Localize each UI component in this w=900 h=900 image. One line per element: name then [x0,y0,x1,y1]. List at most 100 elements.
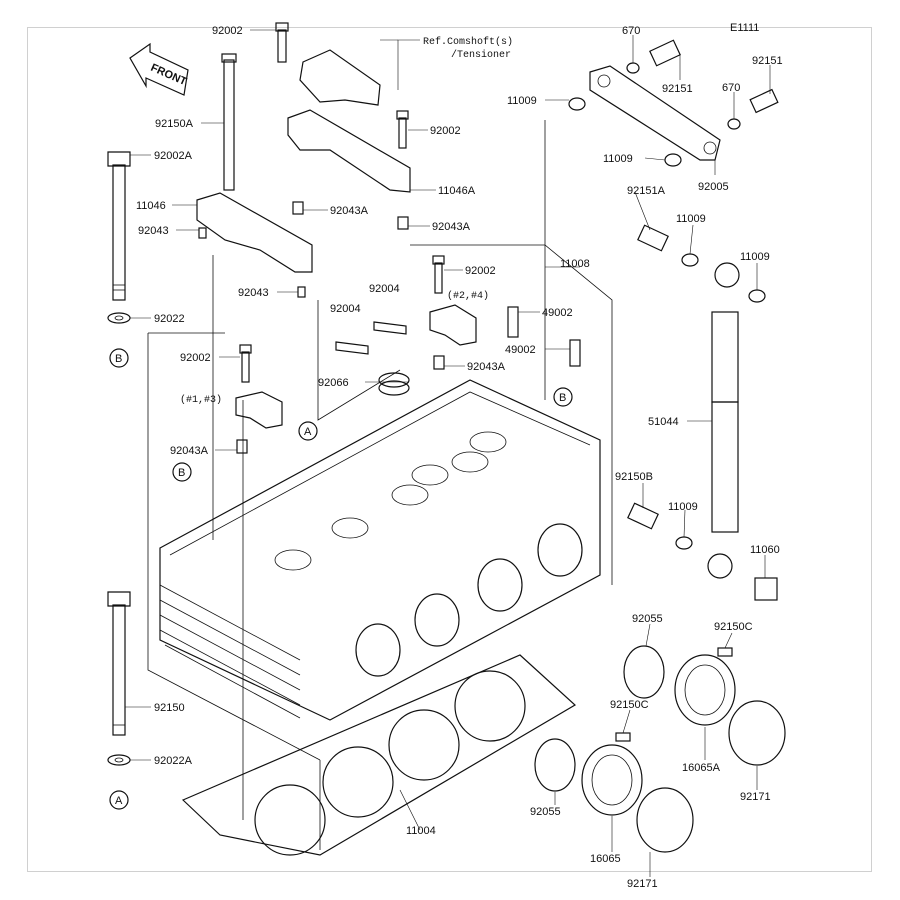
label-92151a: 92151A [627,185,666,197]
studs-92004 [335,321,407,355]
label-92043-mid: 92043 [238,287,269,299]
label-49002-upper: 49002 [542,307,573,319]
washer-92022a [107,754,131,766]
label-92151-a: 92151 [662,83,693,95]
cylinder-note-right: (#2,#4) [447,290,489,302]
leader-lines [125,29,771,877]
ref-note-line1: Ref.Comshoft(s) [423,36,513,48]
clamp-92171-upper [728,700,786,766]
front-label: FRONT [149,62,189,88]
long-bolt-92150 [107,591,131,736]
label-16065a: 16065A [682,762,721,774]
diagram-code: E1111 [730,22,759,34]
callout-b-head-left: B [172,462,192,482]
label-49002-lower: 49002 [505,344,536,356]
banjo-bolts-92151 [627,39,779,530]
callout-b-head-right: B [553,387,573,407]
label-11008: 11008 [560,258,590,270]
label-92150b: 92150B [615,471,653,483]
label-92022a: 92022A [154,755,193,767]
callout-b-left: B [109,348,129,368]
diagram-frame [27,27,872,872]
label-11004: 11004 [406,825,436,837]
label-51044: 51044 [648,416,679,428]
label-92055-lower: 92055 [530,806,561,818]
head-gasket-11004 [181,654,577,856]
label-92043a-right: 92043A [432,221,471,233]
label-11046: 11046 [136,200,166,212]
svg-text:B: B [559,392,566,404]
label-11046a: 11046A [438,185,476,197]
label-11009-e: 11009 [668,501,698,513]
clamp-92171-lower [636,787,694,853]
label-670-a: 670 [622,25,640,37]
label-92002-mid: 92002 [430,125,461,137]
cam-cap-right [429,304,477,346]
label-92150c-upper: 92150C [714,621,753,633]
label-11009-c: 11009 [676,213,706,225]
ref-note-line2: /Tensioner [451,49,511,61]
label-92055-upper: 92055 [632,613,663,625]
long-bolt-92150a [221,53,237,191]
label-92151-b: 92151 [752,55,783,67]
svg-text:A: A [115,795,123,807]
washers-11009 [568,97,766,550]
label-11009-a: 11009 [507,95,537,107]
label-92022: 92022 [154,313,185,325]
label-92002-left: 92002 [180,352,211,364]
intake-holder-16065a [674,654,736,726]
oil-pipe-92005 [589,65,721,161]
bolt-92002-cap-left [239,344,252,383]
label-92066: 92066 [318,377,349,389]
o-rings-670 [626,62,741,130]
oil-jets-49002 [507,306,581,367]
intake-ports [355,523,583,677]
label-92005: 92005 [698,181,729,193]
label-92002a: 92002A [154,150,193,162]
label-92043a-cap: 92043A [467,361,506,373]
cam-journals [274,431,507,571]
bolt-92002-cap-right [432,255,445,294]
washer-92022 [107,312,131,324]
cylinder-head [159,379,601,721]
seal-92066 [378,372,410,396]
label-11060: 11060 [750,544,780,556]
camshaft-cap-upper [287,49,411,193]
part-labels: 92002 92150A 92002A 11046 92043 92043 92… [136,25,783,890]
intake-holder-16065 [581,744,643,816]
label-92171-upper: 92171 [740,791,771,803]
label-92150a: 92150A [155,118,194,130]
callout-a-head: A [298,421,318,441]
label-92002-top: 92002 [212,25,243,37]
label-92171-lower: 92171 [627,878,658,890]
oil-hose-51044 [707,262,740,579]
label-92150: 92150 [154,702,185,714]
cooling-fins [159,584,301,719]
svg-text:B: B [178,467,185,479]
bolt-92002-top [275,22,289,63]
svg-text:A: A [304,426,312,438]
long-bolt-92002a [107,151,131,301]
ref-note: Ref.Comshoft(s) /Tensioner [380,36,513,90]
label-92004-lower: 92004 [330,303,361,315]
svg-text:B: B [115,353,122,365]
front-arrow-icon: FRONT [129,42,189,96]
o-ring-92055-upper [623,645,665,699]
label-16065: 16065 [590,853,621,865]
label-92004-upper: 92004 [369,283,400,295]
label-92043-left: 92043 [138,225,169,237]
label-92043a-left: 92043A [170,445,209,457]
assembly-outlines [147,120,613,850]
o-ring-92055-lower [534,738,576,792]
bolt-92002-mid [396,110,409,149]
label-92043a-top: 92043A [330,205,369,217]
collar-11060 [754,577,778,601]
label-11009-d: 11009 [740,251,770,263]
label-92002-right: 92002 [465,265,496,277]
label-670-b: 670 [722,82,740,94]
cylinder-note-left: (#1,#3) [180,394,222,406]
cam-cap-left [235,391,283,429]
camshaft-cap-11046 [196,192,313,273]
callout-a-left: A [109,790,129,810]
